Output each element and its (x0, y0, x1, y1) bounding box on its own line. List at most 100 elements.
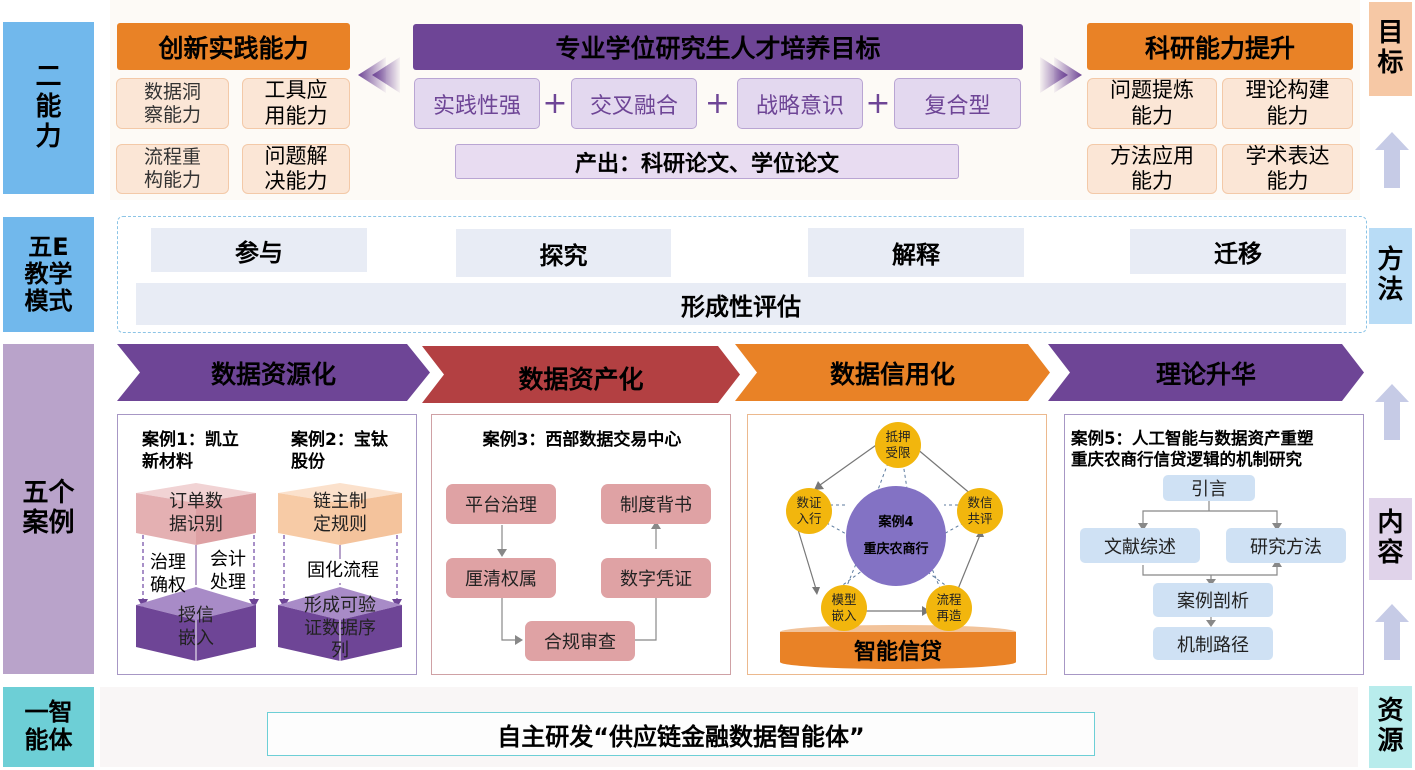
plus-icon: + (863, 78, 893, 129)
node-text: 文献综述 (1104, 536, 1176, 558)
flow-node: 机制路径 (1153, 627, 1273, 660)
phase-label: 理论升华 (1155, 359, 1256, 389)
talent-goal-header: 专业学位研究生人才培养目标 (413, 24, 1023, 70)
research-ability-header: 科研能力提升 (1087, 23, 1353, 70)
five-e-stage: 探究 (456, 229, 671, 277)
node-text: 研究方法 (1250, 536, 1322, 558)
trait-text: 复合型 (924, 93, 991, 119)
ability-text: 问题提炼 能力 (1110, 78, 1194, 128)
case-1-left-step: 治理 确权 (150, 552, 186, 597)
node-text: 数字凭证 (620, 569, 692, 590)
node-text: 厘清权属 (465, 569, 537, 590)
plus-icon: + (700, 78, 735, 129)
center-line-2: 重庆农商行 (863, 542, 929, 557)
output-text: 产出：科研论文、学位论文 (574, 151, 839, 177)
pentagon-node: 数证 入行 (786, 488, 832, 534)
flow-node: 引言 (1163, 475, 1255, 501)
case-1-top-cube-text: 订单数 据识别 (169, 490, 223, 535)
ability-text: 流程重 构能力 (143, 146, 201, 191)
ability-text: 数据洞 察能力 (143, 80, 201, 126)
five-e-stage: 解释 (808, 228, 1024, 277)
pentagon-node: 抵押 受限 (875, 422, 921, 468)
node-text: 抵押 受限 (885, 429, 911, 460)
up-arrow-icon (1375, 604, 1409, 660)
innovation-ability-header: 创新实践能力 (117, 23, 350, 70)
ability-text: 问题解 决能力 (264, 143, 328, 193)
node-text: 案例剖析 (1177, 591, 1249, 612)
plus-icon: + (540, 78, 570, 129)
case-panel-1-2: 案例1：凯立 新材料 案例2：宝钛 股份 订单数 据识别 治理 确权 (117, 414, 417, 675)
label-text: 资 源 (1377, 696, 1404, 756)
ability-text: 理论构建 能力 (1245, 78, 1330, 128)
phase-chevron: 数据资产化 (422, 346, 740, 403)
label-resource: 资 源 (1369, 686, 1412, 768)
up-arrow-icon (1375, 384, 1409, 440)
label-text: 方 法 (1377, 245, 1404, 305)
ability-box: 方法应用 能力 (1087, 144, 1217, 194)
case-panel-5: 案例5：人工智能与数据资产重塑 重庆农商行信贷逻辑的机制研究 引言 文献综述 研… (1064, 414, 1364, 675)
phase-label: 数据资产化 (518, 364, 644, 394)
phase-label: 数据资源化 (210, 359, 336, 389)
label-two-abilities: 二 能 力 (3, 22, 94, 194)
flow-node: 厘清权属 (446, 558, 556, 598)
flow-node: 制度背书 (601, 484, 711, 524)
ability-box: 问题提炼 能力 (1087, 78, 1217, 129)
phase-chevron: 理论升华 (1048, 344, 1364, 401)
ability-text: 工具应 用能力 (264, 78, 328, 128)
flow-node: 合规审查 (525, 621, 635, 661)
case-4-center-circle: 案例4 重庆农商行 (846, 486, 946, 586)
flow-node: 数字凭证 (601, 558, 711, 598)
case-2-title: 案例2：宝钛 股份 (291, 430, 388, 473)
label-text: 目 标 (1377, 18, 1404, 78)
node-text: 数信 共评 (967, 495, 993, 526)
stage-text: 探究 (539, 241, 588, 270)
label-goal: 目 标 (1369, 2, 1412, 96)
node-text: 数证 入行 (796, 495, 822, 526)
case-5-title: 案例5：人工智能与数据资产重塑 重庆农商行信贷逻辑的机制研究 (1071, 429, 1314, 469)
ability-box: 工具应 用能力 (242, 78, 350, 129)
trait-box: 复合型 (894, 78, 1021, 129)
case-1-title: 案例1：凯立 新材料 (142, 430, 239, 473)
double-chevron-right-icon (1032, 55, 1082, 99)
trait-text: 战略意识 (755, 93, 844, 119)
ability-text: 学术表达 能力 (1245, 143, 1330, 193)
phase-label: 数据信用化 (829, 359, 955, 389)
phase-chevron: 数据信用化 (735, 344, 1050, 401)
case-1-right-step: 会计 处理 (210, 549, 246, 594)
case-2-bottom-cube-text: 形成可验 证数据序 列 (304, 595, 376, 662)
trait-box: 战略意识 (737, 78, 863, 129)
stage-text: 迁移 (1214, 240, 1262, 268)
stage-text: 解释 (892, 241, 940, 269)
pentagon-node: 数信 共评 (957, 488, 1003, 534)
plus-text: + (704, 86, 731, 121)
case-2-top-cube-text: 链主制 定规则 (313, 490, 367, 535)
flow-node: 文献综述 (1080, 528, 1200, 563)
label-text: 一智 能体 (24, 698, 73, 754)
plus-text: + (542, 86, 568, 121)
label-text: 内 容 (1377, 508, 1404, 568)
five-e-stage: 参与 (151, 228, 367, 272)
ability-box: 问题解 决能力 (242, 144, 350, 194)
label-method: 方 法 (1369, 228, 1412, 324)
label-five-cases: 五个 案例 (3, 344, 94, 674)
assessment-text: 形成性评估 (681, 292, 801, 321)
trait-text: 实践性强 (432, 93, 521, 119)
agent-box: 自主研发“供应链金融数据智能体” (267, 712, 1095, 756)
case-3-title: 案例3：西部数据交易中心 (482, 430, 682, 450)
plus-text: + (865, 86, 891, 121)
label-one-agent: 一智 能体 (3, 687, 94, 767)
case-panel-3: 案例3：西部数据交易中心 平台治理 厘清权属 合规审查 数字凭证 制度背书 (431, 414, 731, 675)
trait-box: 交叉融合 (571, 78, 697, 129)
ability-text: 方法应用 能力 (1110, 143, 1194, 193)
header-text: 专业学位研究生人才培养目标 (555, 34, 881, 63)
center-line-1: 案例4 (878, 514, 914, 530)
node-text: 制度背书 (620, 495, 692, 516)
case-1-2-cubes (136, 483, 402, 661)
stage-text: 参与 (235, 238, 283, 267)
case-1-bottom-cube-text: 授信 嵌入 (178, 604, 214, 649)
double-chevron-left-icon (358, 55, 408, 99)
case-panel-4: 案例4 重庆农商行 抵押 受限 数信 共评 流程 再造 模型 嵌入 数证 入行 … (747, 414, 1047, 675)
node-text: 合规审查 (544, 632, 616, 653)
smart-credit-base: 智能信贷 (853, 640, 942, 665)
label-text: 五个 案例 (22, 478, 75, 538)
